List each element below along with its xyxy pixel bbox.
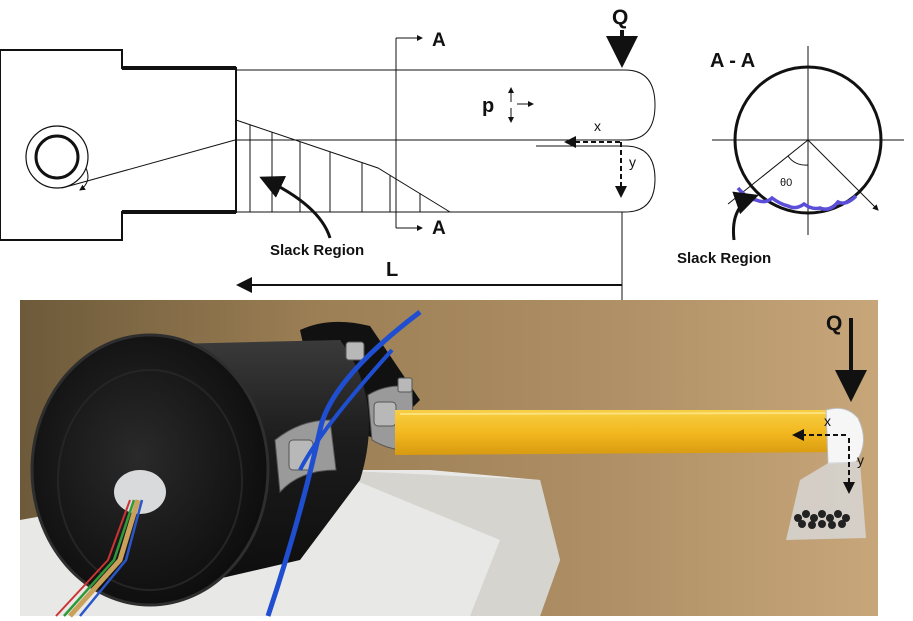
wire-blue: [79, 499, 144, 617]
radius-left-ext: [727, 195, 739, 205]
cross-slack-pointer: [731, 191, 759, 241]
tendon-line: [61, 139, 236, 189]
spool-outer: [25, 125, 89, 189]
slack-region-outline: [235, 119, 451, 213]
beam-tip-lower-lobe: [624, 145, 656, 213]
soft-beam: [395, 410, 857, 455]
end-cap-rim: [30, 333, 270, 607]
end-cap-inner: [57, 369, 243, 591]
soft-beam-highlight: [399, 412, 846, 415]
wire-green: [63, 499, 136, 617]
angle-label: θ0: [780, 177, 792, 189]
spool-inner: [34, 134, 80, 180]
beam-mid-bottom: [236, 140, 625, 146]
beam-tip-upper-lobe: [624, 69, 656, 141]
end-cap: [32, 335, 268, 605]
cable-port: [114, 470, 166, 514]
photo-x-axis-label: x: [824, 413, 831, 429]
photo-panel: Q x y: [20, 300, 878, 618]
photo-y-axis-label: y: [857, 452, 864, 468]
clamp-screw: [373, 401, 397, 427]
cross-section-title: A - A: [710, 50, 755, 72]
photo-load-label: Q: [826, 312, 842, 335]
cross-section-panel: A - A θ0 Slack Region: [677, 46, 904, 267]
length-label: L: [386, 259, 398, 281]
clamp-screw: [397, 377, 413, 393]
cross-slack-label: Slack Region: [677, 250, 771, 267]
section-marker-top: A: [432, 30, 446, 51]
wire-bundle: [68, 499, 141, 618]
section-marker-bottom: A: [432, 218, 446, 239]
beam-tip: [825, 407, 864, 465]
schematic-panel: Slack Region A A p Q x y L: [0, 6, 656, 300]
radius-left: [737, 139, 809, 197]
foam-base-shade: [330, 470, 560, 616]
wire-red: [55, 499, 131, 617]
clamp-screw: [345, 341, 365, 361]
pressure-label: p: [482, 95, 494, 117]
y-axis-label: y: [629, 154, 636, 170]
weight-pellets: [794, 510, 850, 529]
radius-right: [807, 139, 879, 211]
slack-region-label: Slack Region: [270, 242, 364, 259]
air-hose: [298, 348, 394, 471]
x-axis-label: x: [594, 118, 601, 134]
angle-arc: [787, 155, 809, 166]
slack-region-pointer: [259, 175, 332, 239]
air-hose: [265, 310, 422, 617]
load-label: Q: [612, 6, 628, 29]
